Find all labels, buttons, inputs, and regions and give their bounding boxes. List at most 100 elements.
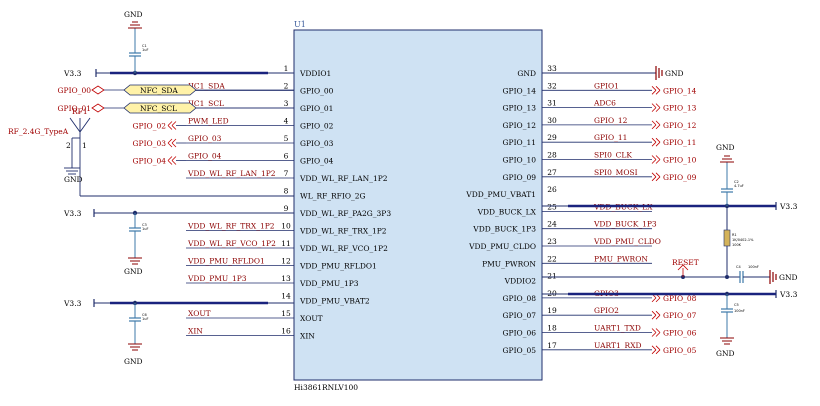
pin-name-vddio2: VDDIO2 [504, 277, 537, 286]
port-arrow-gpio-06 [651, 328, 661, 337]
c4-ref: C4 [736, 265, 741, 269]
net-label-vdd-pmu-1p3: VDD_PMU_1P3 [187, 274, 247, 283]
pin-number-12: 12 [281, 257, 291, 266]
net-label-gpio-03: GPIO_03 [188, 134, 222, 143]
pin-number-10: 10 [281, 222, 291, 231]
pin-number-13: 13 [281, 274, 291, 283]
pin-number-25: 25 [547, 202, 557, 211]
pin-number-18: 18 [547, 324, 557, 333]
left-pin-group: VDDIO11GPIO_002IIC1_SDAGPIO_013IIC1_SCLG… [176, 64, 391, 341]
v33-label-bottom: V3.3 [63, 299, 82, 308]
net-label-gpio1: GPIO1 [594, 81, 619, 90]
pin-name-gpio-07: GPIO_07 [503, 311, 537, 320]
gnd-right-top: GND [542, 66, 684, 80]
port-arrow-gpio-13 [651, 103, 661, 112]
c6-value: 1uF [142, 317, 148, 321]
port-arrow-gpio-04 [167, 156, 177, 165]
antenna-pin2: 2 [66, 141, 71, 150]
chip-body [293, 29, 543, 381]
v33-label-mid: V3.3 [63, 209, 82, 218]
v33-rail-vbat2: V3.3 C6 1uF GND [63, 299, 294, 366]
nfc-sda-flag: NFC_SDA [140, 86, 178, 95]
c3-value: 1uF [142, 227, 148, 231]
port-arrow-gpio-09 [651, 172, 661, 182]
c4-value: 100nF [748, 265, 759, 269]
pin-name-pmu-pwron: PMU_PWRON [482, 259, 536, 268]
c6-ref: C6 [142, 313, 147, 317]
port-label-gpio-04: GPIO_04 [133, 157, 167, 166]
pin-name-vdd-pmu-rfldo1: VDD_PMU_RFLDO1 [299, 262, 377, 271]
pin-number-7: 7 [284, 169, 289, 178]
pin-name-vdd-pmu-vbat2: VDD_PMU_VBAT2 [299, 297, 370, 306]
nfc-scl-connector: GPIO_01 NFC_SCL [58, 102, 294, 114]
port-arrow-gpio-03 [167, 138, 177, 148]
pin-name-vdd-wl-rf-lan-1p2: VDD_WL_RF_LAN_1P2 [299, 174, 388, 183]
pin-number-9: 9 [284, 204, 289, 213]
c1-ref: C1 [142, 44, 147, 48]
pin-number-27: 27 [547, 168, 557, 177]
antenna-refdes: RF1 [72, 107, 88, 116]
pin-name-gpio-03: GPIO_03 [300, 139, 334, 148]
port-label-gpio-07: GPIO_07 [663, 311, 697, 320]
port-label-gpio-02: GPIO_02 [133, 122, 167, 131]
pmu-pwron-reset: RESET C4 100nF GND [542, 258, 798, 284]
net-label-vdd-pmu-rfldo1: VDD_PMU_RFLDO1 [187, 257, 265, 266]
port-label-gpio-08: GPIO_08 [663, 294, 697, 303]
pin-name-gpio-08: GPIO_08 [503, 294, 537, 303]
v33-label-top: V3.3 [63, 69, 82, 78]
c1-value: 1uF [142, 48, 148, 52]
pin-name-gnd: GND [517, 69, 536, 78]
r1-ref: R1 [732, 233, 737, 237]
c5-ref: C5 [734, 303, 739, 307]
gnd-label-c3: GND [124, 267, 143, 276]
chip-refdes: U1 [294, 20, 306, 29]
pin-name-gpio-12: GPIO_12 [503, 121, 537, 130]
antenna-pin1: 1 [82, 141, 87, 150]
v33-rail-vddio2: V3.3 C5 100nF GND [542, 290, 798, 358]
port-label-gpio-13: GPIO_13 [663, 104, 697, 113]
port-label-gpio-12: GPIO_12 [663, 121, 697, 130]
pin-name-gpio-06: GPIO_06 [503, 329, 537, 338]
pin-name-gpio-10: GPIO_10 [503, 156, 537, 165]
c3-ref: C3 [142, 223, 147, 227]
net-label-vdd-wl-rf-trx-1p2: VDD_WL_RF_TRX_1P2 [187, 222, 275, 231]
net-label-spi0-mosi: SPI0_MOSI [594, 168, 638, 177]
r1-value2: 100K [732, 243, 742, 247]
gnd-label-c5: GND [716, 349, 735, 358]
pin-number-32: 32 [547, 81, 557, 90]
port-arrow-gpio-10 [651, 155, 661, 164]
net-label-gpio-12: GPIO_12 [594, 116, 628, 125]
port-label-gpio-11: GPIO_11 [663, 138, 696, 147]
pin-name-vdd-pmu-1p3: VDD_PMU_1P3 [299, 279, 359, 288]
pin-number-20: 20 [547, 289, 557, 298]
pin-number-23: 23 [547, 237, 557, 246]
pin-number-6: 6 [284, 152, 289, 161]
pin-number-30: 30 [547, 116, 557, 125]
pin-name-vdd-buck-1p3: VDD_BUCK_1P3 [472, 225, 536, 234]
port-label-gpio-10: GPIO_10 [663, 156, 697, 165]
net-label-spi0-clk: SPI0_CLK [594, 151, 632, 160]
port-arrow-gpio-14 [651, 86, 661, 95]
pin-number-24: 24 [547, 220, 557, 229]
net-label-vdd-wl-rf-lan-1p2: VDD_WL_RF_LAN_1P2 [187, 169, 276, 178]
net-label-xin: XIN [188, 327, 203, 336]
pin-number-2: 2 [284, 82, 289, 91]
pin-number-28: 28 [547, 151, 557, 160]
net-label-pmu-pwron: PMU_PWRON [594, 254, 648, 263]
pin-number-5: 5 [284, 134, 289, 143]
nfc-port-gpio00: GPIO_00 [58, 86, 92, 95]
net-label-xout: XOUT [188, 309, 211, 318]
gnd-label-pin33: GND [665, 69, 684, 78]
net-label-vdd-wl-rf-vco-1p2: VDD_WL_RF_VCO_1P2 [187, 239, 276, 248]
pin-name-gpio-11: GPIO_11 [503, 138, 536, 147]
pin-number-21: 21 [547, 272, 557, 281]
pin-number-16: 16 [281, 327, 291, 336]
v33-rail-vbat1: V3.3 C2 4.7uF GND R1 1K/0402-1% 100K [542, 143, 798, 277]
pin-number-8: 8 [284, 187, 289, 196]
net-label-gpio-11: GPIO_11 [594, 133, 627, 142]
net-label-vdd-pmu-cldo: VDD_PMU_CLDO [593, 237, 661, 246]
reset-label: RESET [672, 258, 699, 267]
gnd-label-c6: GND [124, 357, 143, 366]
